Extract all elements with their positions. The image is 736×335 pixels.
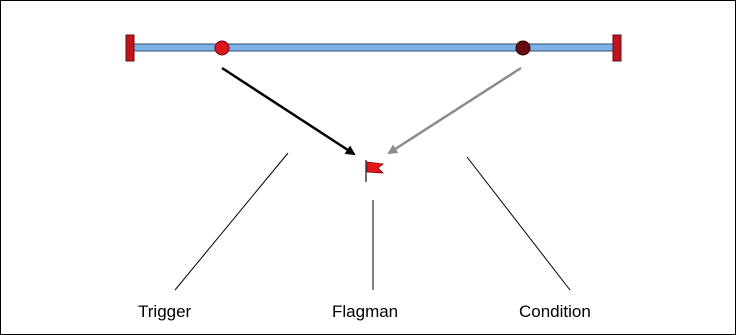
track-bar — [131, 43, 619, 52]
trigger-label: Trigger — [138, 302, 192, 321]
track-right-end-icon — [612, 34, 622, 62]
flagman-flag-icon — [365, 160, 385, 182]
flagman-label: Flagman — [332, 302, 399, 321]
trigger-arrow — [221, 66, 356, 156]
condition-callout-line — [466, 156, 571, 291]
condition-label: Condition — [519, 302, 591, 321]
trigger-node-icon — [214, 40, 230, 56]
trigger-callout-line — [174, 152, 289, 291]
condition-node-icon — [515, 40, 531, 56]
track-left-end-icon — [125, 34, 135, 62]
condition-arrow — [387, 66, 522, 155]
